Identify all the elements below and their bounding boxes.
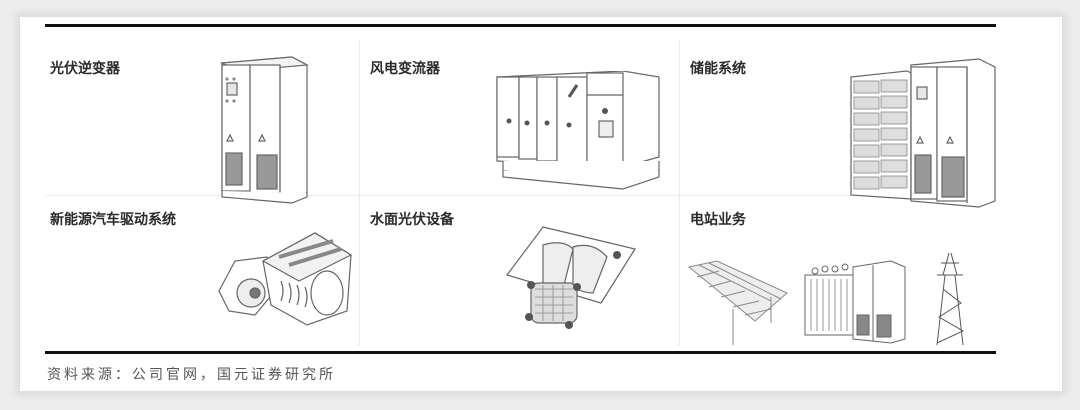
cell-floating-pv: 水面光伏设备 (359, 195, 679, 351)
cell-title: 新能源汽车驱动系统 (50, 212, 176, 228)
cell-title: 储能系统 (690, 61, 746, 77)
wind-converter-cabinet-icon (496, 71, 660, 190)
energy-storage-system-icon (850, 58, 996, 208)
grid-divider (45, 195, 996, 196)
ev-drive-system-icon (218, 232, 353, 326)
cell-title: 电站业务 (690, 212, 746, 228)
top-rule (45, 24, 996, 27)
cell-pv-inverter: 光伏逆变器 (45, 27, 359, 204)
cell-title: 光伏逆变器 (50, 61, 120, 77)
bottom-rule (45, 351, 996, 354)
transmission-tower-icon (936, 252, 965, 346)
product-grid: 光伏逆变器 风电变流器 (45, 27, 996, 351)
grid-divider (359, 41, 360, 346)
cell-title: 水面光伏设备 (370, 212, 454, 228)
pv-inverter-cabinet-icon (219, 56, 310, 204)
floating-pv-equipment-icon (506, 226, 636, 329)
cell-energy-storage: 储能系统 (679, 27, 996, 208)
source-note: 资料来源：公司官网，国元证券研究所 (47, 367, 336, 383)
cell-power-station: 电站业务 (679, 195, 996, 351)
cell-wind-converter: 风电变流器 (359, 27, 679, 195)
power-station-icons (687, 252, 965, 346)
transformer-cabinet-icon (804, 260, 906, 344)
cell-ev-drive: 新能源汽车驱动系统 (45, 195, 359, 351)
grid-divider (679, 41, 680, 346)
solar-panel-array-icon (687, 260, 788, 345)
cell-title: 风电变流器 (370, 61, 440, 77)
